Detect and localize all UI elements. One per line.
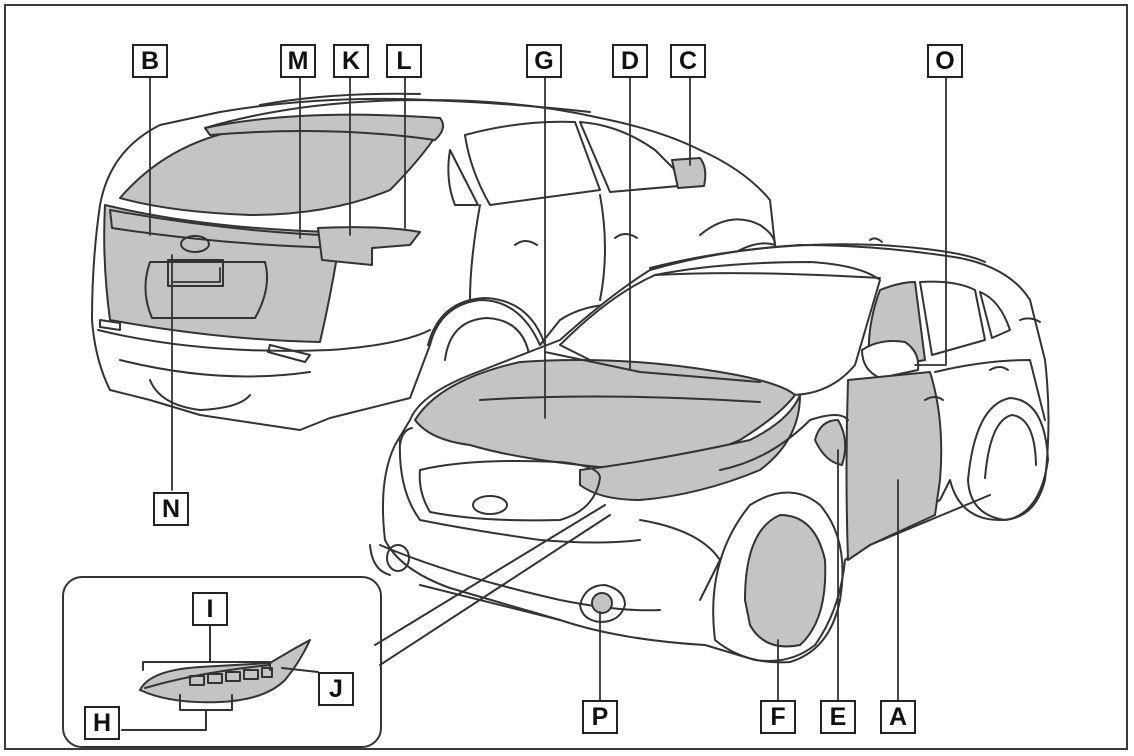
callout-b: B [132, 44, 168, 78]
callout-m: M [280, 44, 316, 78]
callout-d: D [612, 44, 648, 78]
callout-i: I [192, 592, 228, 626]
callout-l: L [386, 44, 422, 78]
headlight-inset-box [62, 576, 382, 748]
callout-k: K [333, 44, 369, 78]
headlight-cluster-detail [121, 624, 319, 731]
callout-j: J [318, 672, 354, 706]
leader-lines [149, 77, 947, 701]
callout-e: E [820, 700, 856, 734]
callout-f: F [760, 700, 796, 734]
callout-n: N [153, 492, 189, 526]
rear-highlight-areas [103, 113, 445, 343]
callout-o: O [927, 44, 963, 78]
callout-p: P [582, 700, 618, 734]
callout-c: C [670, 44, 706, 78]
rear-vehicle-illustration [91, 92, 776, 431]
callout-a: A [880, 700, 916, 734]
front-vehicle-details [369, 237, 1049, 666]
callout-g: G [526, 44, 562, 78]
callout-h: H [84, 706, 120, 740]
rear-detail-lines [144, 235, 268, 319]
